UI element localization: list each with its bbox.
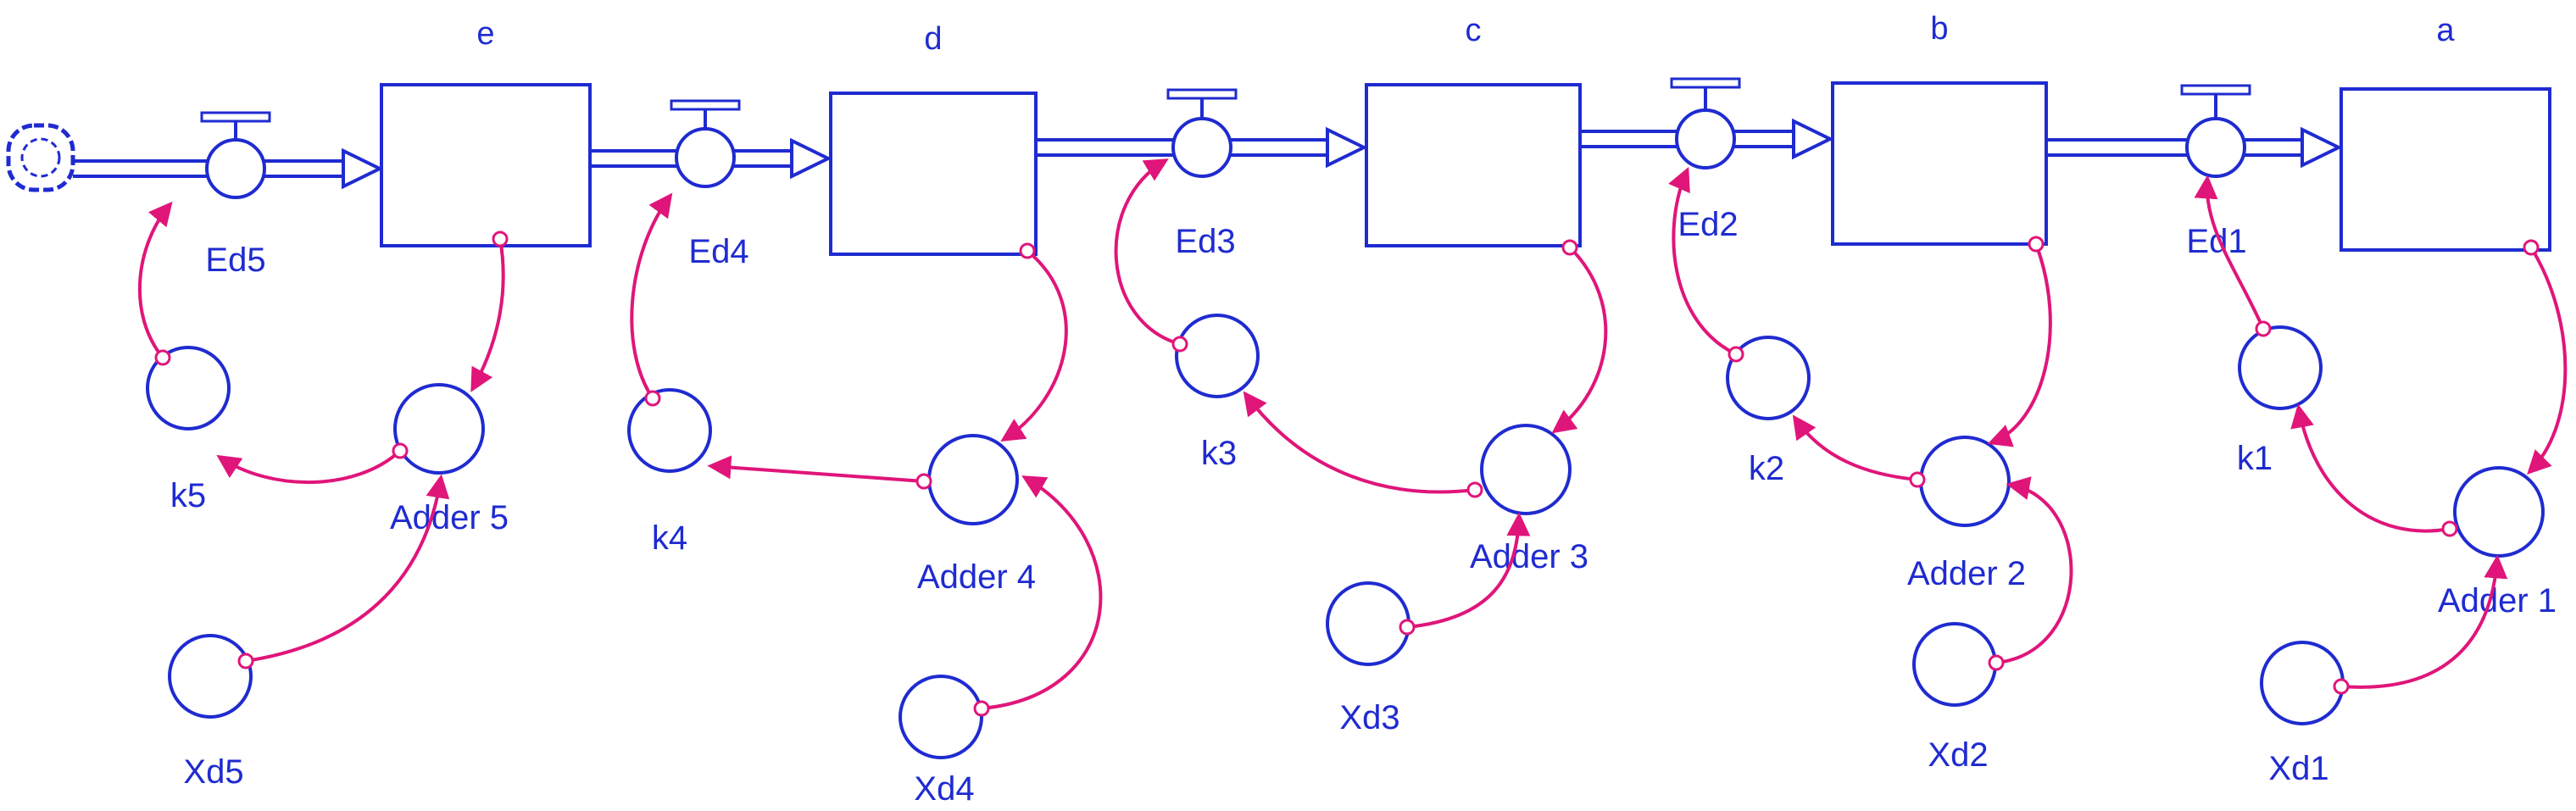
adder-label-2: Adder 2 bbox=[1907, 555, 2026, 592]
link-k5-to-ed5 bbox=[137, 201, 173, 359]
constant-k4[interactable]: k4 bbox=[627, 388, 712, 557]
link-e-to-adder5 bbox=[470, 238, 505, 392]
link-b-to-adder2 bbox=[1987, 243, 2052, 447]
flow-ed5[interactable]: Ed5 bbox=[200, 111, 271, 279]
link-xd4-to-adder4 bbox=[981, 475, 1103, 710]
stock-e[interactable]: e bbox=[380, 16, 592, 247]
adder-3[interactable]: Adder 3 bbox=[1470, 424, 1588, 575]
flow-ed2[interactable]: Ed2 bbox=[1670, 77, 1741, 243]
input-label-xd1: Xd1 bbox=[2268, 750, 2328, 787]
adder-label-3: Adder 3 bbox=[1470, 538, 1588, 575]
constant-label-k4: k4 bbox=[652, 519, 687, 557]
constant-k3[interactable]: k3 bbox=[1175, 314, 1260, 472]
input-xd5[interactable]: Xd5 bbox=[168, 634, 253, 791]
flow-label-ed2: Ed2 bbox=[1677, 206, 1738, 243]
flow-label-ed3: Ed3 bbox=[1175, 223, 1235, 260]
link-adder5-to-k5 bbox=[216, 449, 402, 484]
constant-k2[interactable]: k2 bbox=[1726, 336, 1811, 487]
adder-2[interactable]: Adder 2 bbox=[1907, 436, 2026, 592]
link-adder4-to-k4 bbox=[707, 455, 925, 483]
constant-label-k1: k1 bbox=[2237, 440, 2273, 477]
link-adder2-to-k2 bbox=[1792, 414, 1918, 481]
link-k4-to-ed4 bbox=[630, 192, 673, 400]
connector-origins bbox=[154, 231, 2540, 717]
adder-5[interactable]: Adder 5 bbox=[390, 383, 509, 536]
link-d-to-adder4 bbox=[1000, 249, 1068, 442]
input-label-xd3: Xd3 bbox=[1339, 699, 1399, 736]
constant-k1[interactable]: k1 bbox=[2237, 325, 2323, 477]
stock-c[interactable]: c bbox=[1365, 13, 1582, 247]
adder-label-1: Adder 1 bbox=[2438, 582, 2557, 619]
input-label-xd4: Xd4 bbox=[914, 770, 974, 808]
link-k2-to-ed2 bbox=[1668, 166, 1737, 356]
link-xd5-to-adder5 bbox=[245, 474, 450, 663]
input-xd3[interactable]: Xd3 bbox=[1326, 581, 1410, 736]
link-k1-to-ed1 bbox=[2194, 175, 2265, 330]
flow-label-ed5: Ed5 bbox=[205, 242, 265, 279]
adder-label-5: Adder 5 bbox=[390, 499, 509, 536]
link-xd1-to-adder1 bbox=[2340, 554, 2508, 689]
flow-label-ed4: Ed4 bbox=[688, 233, 748, 270]
input-xd1[interactable]: Xd1 bbox=[2260, 641, 2345, 787]
link-xd2-to-adder2 bbox=[1995, 476, 2073, 664]
stock-label-c: c bbox=[1466, 13, 1482, 48]
stock-d[interactable]: d bbox=[829, 21, 1038, 256]
link-adder1-to-k1 bbox=[2290, 403, 2451, 533]
link-adder3-to-k3 bbox=[1243, 391, 1476, 494]
stock-label-e: e bbox=[476, 16, 494, 52]
input-xd4[interactable]: Xd4 bbox=[899, 675, 983, 808]
flow-ed3[interactable]: Ed3 bbox=[1166, 88, 1238, 260]
link-xd3-to-adder3 bbox=[1406, 512, 1531, 629]
stock-label-b: b bbox=[1930, 11, 1948, 47]
stock-a[interactable]: a bbox=[2340, 13, 2551, 252]
adder-1[interactable]: Adder 1 bbox=[2438, 466, 2557, 619]
link-k3-to-ed3 bbox=[1114, 158, 1181, 346]
stock-label-a: a bbox=[2436, 13, 2455, 48]
input-label-xd2: Xd2 bbox=[1928, 736, 1988, 774]
adder-4[interactable]: Adder 4 bbox=[917, 434, 1036, 596]
flow-arrowheads bbox=[342, 118, 2343, 190]
stock-label-d: d bbox=[924, 21, 942, 57]
adder-label-4: Adder 4 bbox=[917, 558, 1036, 596]
link-c-to-adder3 bbox=[1551, 246, 1608, 434]
constant-label-k2: k2 bbox=[1749, 450, 1784, 487]
constant-label-k3: k3 bbox=[1201, 435, 1237, 472]
input-xd2[interactable]: Xd2 bbox=[1912, 622, 1997, 774]
constant-label-k5: k5 bbox=[170, 477, 206, 514]
input-label-xd5: Xd5 bbox=[183, 753, 243, 791]
cloud-icon[interactable] bbox=[6, 123, 75, 192]
link-a-to-adder1 bbox=[2527, 246, 2568, 475]
flow-ed4[interactable]: Ed4 bbox=[670, 99, 749, 270]
constant-k5[interactable]: k5 bbox=[146, 346, 231, 514]
stock-b[interactable]: b bbox=[1831, 11, 2048, 246]
